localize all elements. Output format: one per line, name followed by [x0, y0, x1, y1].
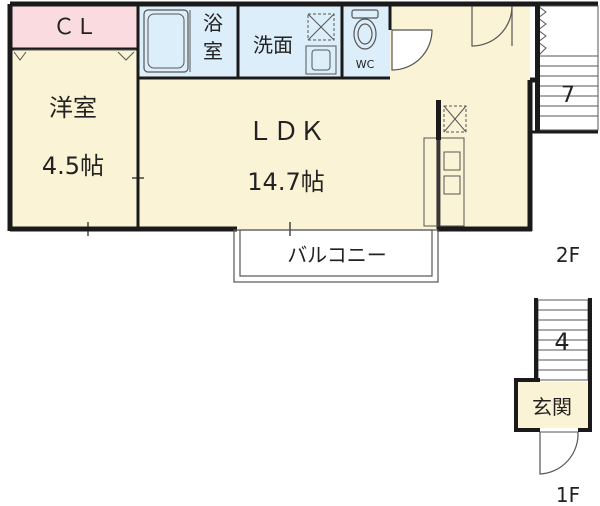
floor-label-1f: 1F	[556, 483, 580, 506]
entrance-label: 玄関	[532, 395, 572, 419]
first-floor-walls	[514, 298, 592, 432]
entrance-floor	[518, 382, 588, 428]
wall-ticks	[87, 177, 291, 236]
washroom-label: 洗面	[253, 33, 293, 57]
bath-label-line2: 室	[203, 39, 223, 63]
first-floor-stairs	[537, 299, 589, 381]
washbasin	[305, 45, 337, 75]
door-arcs	[391, 5, 513, 71]
entrance-door	[539, 431, 579, 475]
ldk-name: ＬＤＫ	[247, 117, 325, 147]
closet-doors	[13, 49, 136, 61]
western-room-floor	[12, 49, 138, 229]
balcony	[233, 229, 439, 283]
stair-wall	[535, 4, 540, 132]
western-room-size: 4.5帖	[42, 152, 104, 180]
balcony-floor	[236, 232, 438, 282]
western-room-name: 洋室	[49, 94, 97, 122]
range-hood-mark	[443, 105, 467, 133]
closet-floor	[12, 6, 138, 49]
wc-label: WC	[356, 58, 375, 71]
upper-stair-mark: 7	[561, 83, 575, 108]
kitchen-counter	[423, 137, 465, 227]
upper-stairs	[537, 5, 599, 131]
lower-stair-mark: 4	[554, 328, 569, 356]
bathtub	[143, 9, 189, 73]
ldk-size: 14.7帖	[247, 168, 324, 196]
floor-label-2f: 2F	[556, 243, 580, 267]
ldk-floor	[138, 78, 530, 229]
balcony-label: バルコニー	[287, 243, 387, 267]
toilet	[351, 9, 379, 50]
closet-label: ＣＬ	[53, 15, 97, 40]
bath-label-line1: 浴	[203, 11, 223, 35]
kitchen-wall-stub	[436, 100, 441, 140]
washroom-floor	[238, 6, 342, 78]
washer-mark	[307, 13, 335, 41]
